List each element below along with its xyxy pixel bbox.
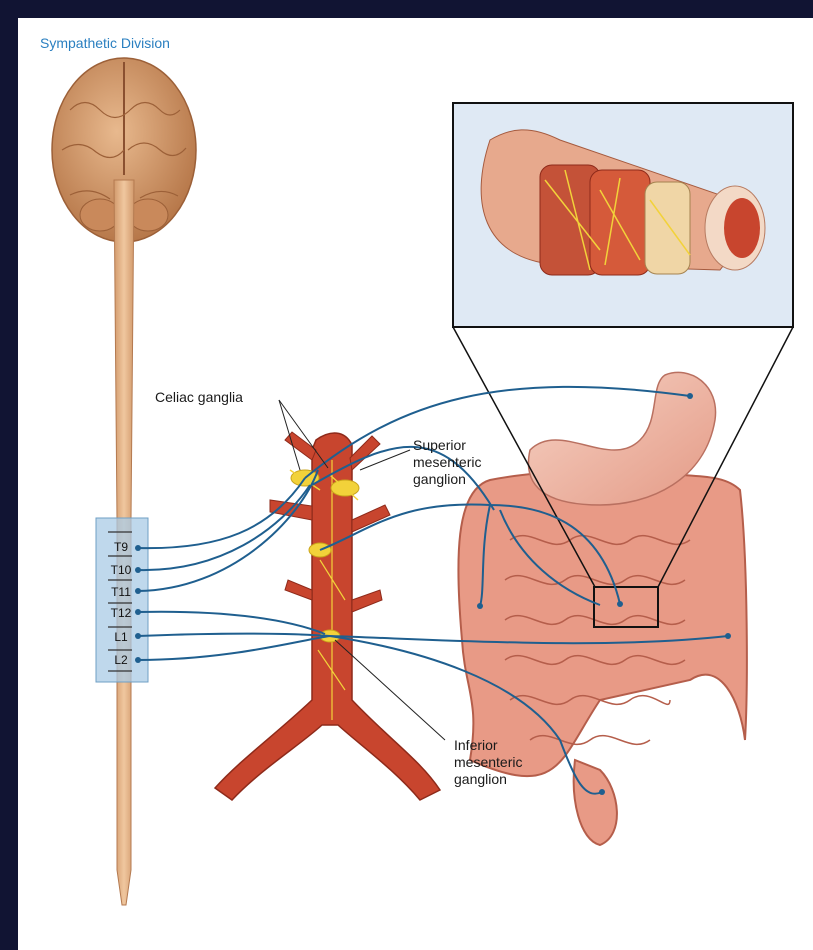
segment-label-t10: T10 <box>100 563 142 577</box>
label-superior-mesenteric-ganglion: Superior mesenteric ganglion <box>413 437 481 488</box>
segment-label-t9: T9 <box>100 540 142 554</box>
inset-panel <box>453 103 793 327</box>
label-celiac-ganglia: Celiac ganglia <box>155 389 243 406</box>
segment-label-l2: L2 <box>100 653 142 667</box>
large-intestine <box>458 470 747 845</box>
segment-label-l1: L1 <box>100 630 142 644</box>
segment-label-t11: T11 <box>100 585 142 599</box>
figure-title: Sympathetic Division <box>40 35 170 51</box>
segment-label-t12: T12 <box>100 606 142 620</box>
label-inferior-mesenteric-ganglion: Inferior mesenteric ganglion <box>454 737 522 788</box>
